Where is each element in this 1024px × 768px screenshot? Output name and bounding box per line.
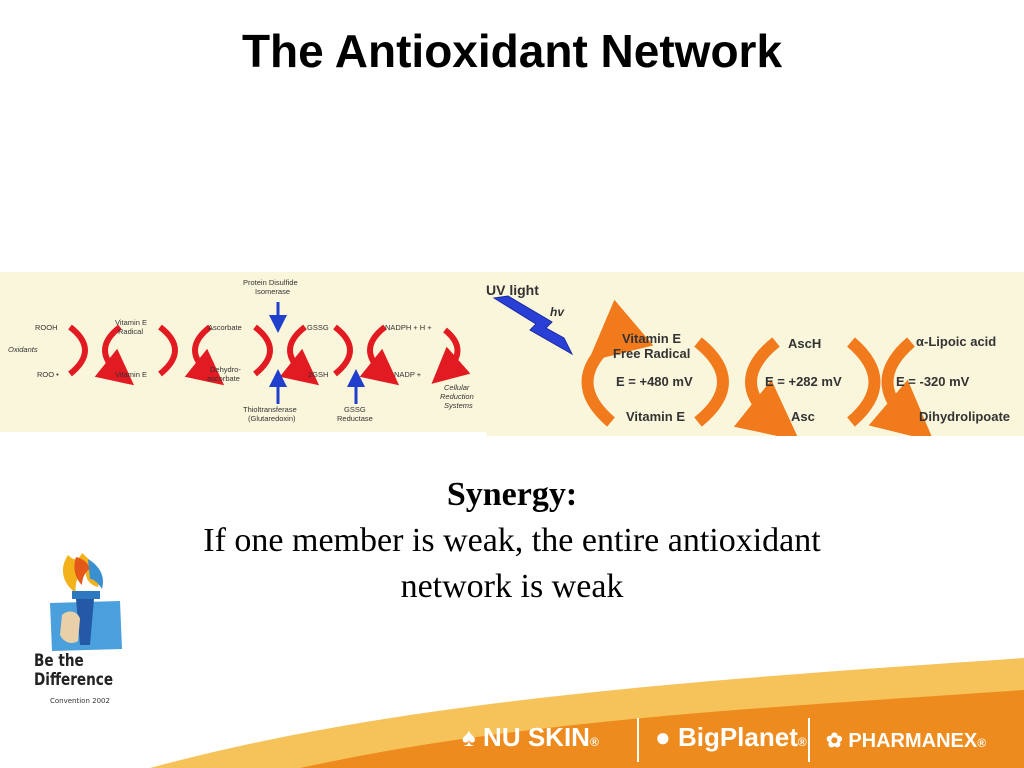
label-vite: Vitamin E xyxy=(115,370,147,379)
slide-title: The Antioxidant Network xyxy=(241,25,783,77)
label-vite-fr-1: Vitamin E xyxy=(622,331,681,346)
logo-line-1: Be the xyxy=(34,651,84,671)
label-vite-bottom: Vitamin E xyxy=(626,409,685,424)
label-hv: hv xyxy=(550,305,565,319)
orange-arc-1 xyxy=(581,299,654,427)
uv-lightning-icon xyxy=(492,295,574,356)
pharmanex-icon: ✿ xyxy=(826,730,843,752)
convention-torch-logo xyxy=(50,553,122,651)
synergy-line-1: If one member is weak, the entire antiox… xyxy=(203,522,821,559)
synergy-text: Synergy: If one member is weak, the enti… xyxy=(0,472,1024,610)
label-cell-1: Cellular xyxy=(444,383,470,392)
label-gssg: GSSG xyxy=(307,323,329,332)
label-asc: Asc xyxy=(791,409,815,424)
label-vite-fr-2: Free Radical xyxy=(613,346,690,361)
redox-diagram-svg: UV light hv Vitamin E Free Radical E = +… xyxy=(486,282,1010,436)
footer-swoosh xyxy=(150,658,1024,768)
label-e2: E = +282 mV xyxy=(765,374,842,389)
red-cycle-3 xyxy=(253,324,320,386)
label-gsh: 2GSH xyxy=(308,370,328,379)
label-gssg-red-1: GSSG xyxy=(344,405,366,414)
label-pdi-1: Protein Disulfide xyxy=(243,278,298,287)
orange-cycles xyxy=(581,299,934,436)
logo-line-2: Difference xyxy=(34,670,114,690)
label-uv-light: UV light xyxy=(486,282,539,298)
label-thiol-1: Thioltransferase xyxy=(243,405,297,414)
red-cycle-2 xyxy=(158,324,225,386)
bigplanet-icon: ● xyxy=(655,722,671,752)
label-gssg-red-2: Reductase xyxy=(337,414,373,423)
label-dehydro-2: ascorbate xyxy=(207,374,240,383)
label-ascorbate: Ascorbate xyxy=(208,323,242,332)
orange-arc-4 xyxy=(846,337,881,427)
synergy-heading: Synergy: xyxy=(446,476,578,513)
logo-text: Be the Difference xyxy=(34,652,113,690)
label-dehydro-1: Dehydro- xyxy=(210,365,241,374)
label-vite-radical-2: Radical xyxy=(118,327,143,336)
label-e3: E = -320 mV xyxy=(896,374,970,389)
label-nadph: NADPH + H + xyxy=(385,323,432,332)
orange-arc-3 xyxy=(733,337,800,436)
blue-arrows xyxy=(269,302,365,404)
red-cycle-1 xyxy=(68,324,135,386)
label-thiol-2: (Glutaredoxin) xyxy=(248,414,296,423)
red-cycle-4 xyxy=(333,324,400,386)
orange-arc-2 xyxy=(694,337,729,427)
label-rooh: ROOH xyxy=(35,323,58,332)
synergy-line-2: network is weak xyxy=(400,568,624,605)
label-e1: E = +480 mV xyxy=(616,374,693,389)
nu-skin-icon: ♠ xyxy=(462,722,476,752)
label-pdi-2: Isomerase xyxy=(255,287,290,296)
brand-separator-2 xyxy=(808,718,810,762)
label-cell-3: Systems xyxy=(444,401,473,410)
label-vite-radical-1: Vitamin E xyxy=(115,318,147,327)
red-cycle-5 xyxy=(431,327,471,384)
label-dihydro: Dihydrolipoate xyxy=(919,409,1010,424)
label-oxidants: Oxidants xyxy=(8,345,38,354)
antioxidant-chain-diagram: ROOH Oxidants ROO • Vitamin E Radical Vi… xyxy=(0,272,486,432)
brand-nu-skin: ♠ NU SKIN® xyxy=(462,722,599,752)
logo-line-3: Convention 2002 xyxy=(50,697,110,705)
label-lipoic: α-Lipoic acid xyxy=(916,334,996,349)
label-asch: AscH xyxy=(788,336,821,351)
redox-potential-diagram: UV light hv Vitamin E Free Radical E = +… xyxy=(486,272,1024,436)
orange-arc-5 xyxy=(868,337,934,436)
brand-pharmanex: ✿ PHARMANEX® xyxy=(826,730,987,752)
brand-bigplanet: ● BigPlanet® xyxy=(655,722,807,752)
label-nadp: NADP + xyxy=(394,370,422,379)
chain-diagram-svg: ROOH Oxidants ROO • Vitamin E Radical Vi… xyxy=(8,278,474,423)
brand-separator-1 xyxy=(637,718,639,762)
label-roo: ROO • xyxy=(37,370,59,379)
label-cell-2: Reduction xyxy=(440,392,474,401)
